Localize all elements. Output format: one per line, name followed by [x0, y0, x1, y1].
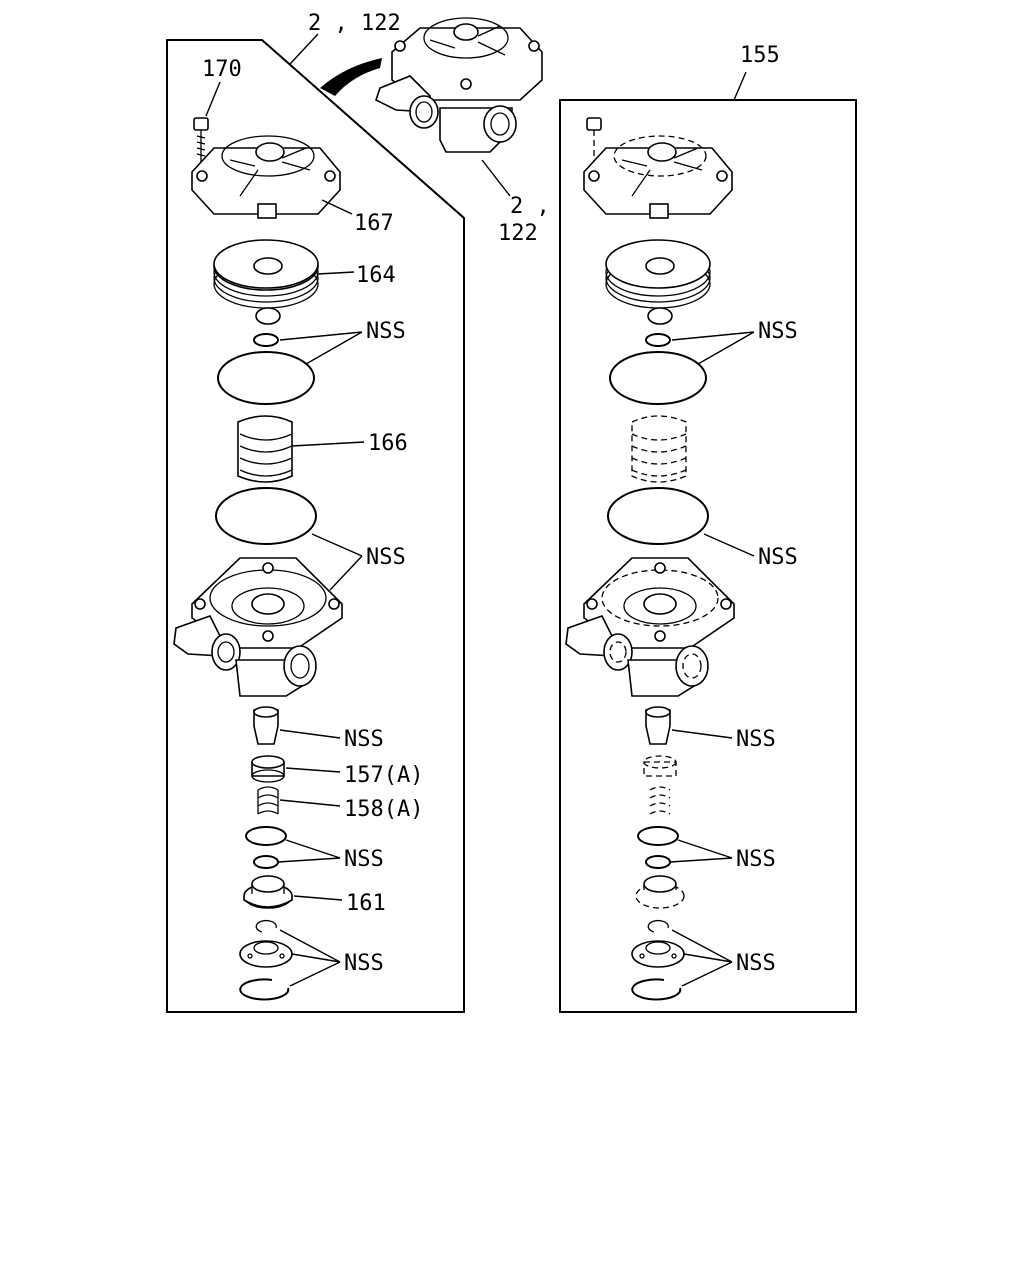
kit-plunger — [645, 706, 671, 745]
label-assembly-ref-lower-a: 2 , — [510, 194, 550, 219]
label-157a: 157(A) — [344, 763, 423, 788]
label-nss-5: NSS — [344, 951, 384, 976]
kit-o-ring-upper — [609, 351, 707, 405]
label-assembly-ref-lower-b: 122 — [498, 221, 538, 246]
assembly-arrow-icon — [320, 58, 382, 96]
spring-166 — [237, 415, 293, 483]
kit-spring — [631, 415, 687, 483]
seat-161 — [243, 875, 293, 909]
label-kit-nss-3: NSS — [736, 727, 776, 752]
label-nss-4: NSS — [344, 847, 384, 872]
label-158a: 158(A) — [344, 797, 423, 822]
label-167: 167 — [354, 211, 394, 236]
plunger — [253, 706, 279, 745]
label-nss-3: NSS — [344, 727, 384, 752]
label-assembly-ref: 2 , 122 — [308, 11, 401, 36]
kit-o-ring-large — [607, 487, 709, 545]
kit-o-ring-lower-2 — [645, 855, 671, 869]
o-rings-upper — [217, 333, 315, 405]
label-161: 161 — [346, 891, 386, 916]
o-ring-large — [215, 487, 317, 545]
kit-seat — [635, 875, 685, 909]
label-kit-nss-1: NSS — [758, 319, 798, 344]
cover-167 — [191, 135, 341, 219]
label-kit-nss-4: NSS — [736, 847, 776, 872]
kit-valve-157a — [643, 755, 677, 777]
valve-157a — [251, 755, 285, 783]
kit-valve-body — [565, 557, 735, 697]
right-panel-frame — [559, 99, 857, 1013]
assembled-valve — [375, 17, 543, 153]
valve-body — [173, 557, 343, 697]
retainer-set — [239, 919, 293, 1001]
spring-158a — [257, 786, 279, 815]
piston-164 — [213, 239, 319, 325]
left-panel-frame — [166, 39, 465, 1013]
label-170: 170 — [202, 57, 242, 82]
label-nss-2: NSS — [366, 545, 406, 570]
kit-piston — [605, 239, 711, 325]
label-164: 164 — [356, 263, 396, 288]
kit-o-ring-lower-1 — [637, 826, 679, 846]
kit-retainer-set — [631, 919, 685, 1001]
label-166: 166 — [368, 431, 408, 456]
label-kit-nss-2: NSS — [758, 545, 798, 570]
label-155: 155 — [740, 43, 780, 68]
kit-spring-158a — [649, 786, 671, 815]
label-kit-nss-5: NSS — [736, 951, 776, 976]
kit-cover — [583, 135, 733, 219]
kit-o-ring-small — [645, 333, 671, 347]
label-nss-1: NSS — [366, 319, 406, 344]
